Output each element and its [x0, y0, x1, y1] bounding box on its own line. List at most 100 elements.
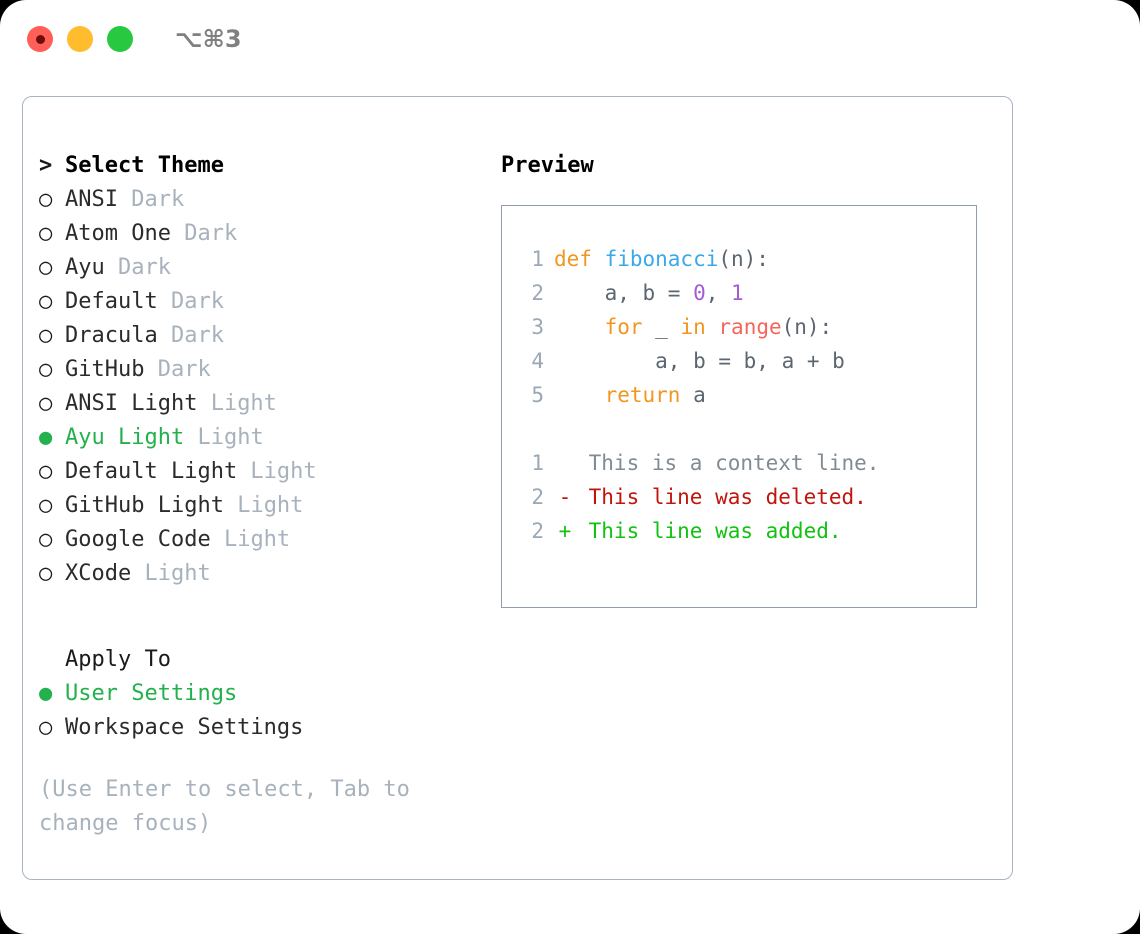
- radio-selected-icon: ●: [39, 425, 53, 450]
- theme-list-item[interactable]: ○ Atom One Dark: [39, 217, 479, 251]
- theme-list-item[interactable]: ○Google Code Light: [39, 523, 479, 557]
- theme-name: Dracula: [65, 323, 158, 348]
- code-line-number: 2: [531, 281, 544, 305]
- recording-indicator-icon: [35, 34, 45, 44]
- radio-selected-icon: ●: [39, 681, 53, 706]
- theme-list-item[interactable]: ○ GitHub Light Light: [39, 489, 479, 523]
- apply-to-option[interactable]: ○ Workspace Settings: [39, 711, 479, 745]
- theme-name: Ayu: [65, 255, 105, 280]
- code-token: def: [554, 247, 605, 271]
- theme-kind-badge: Dark: [117, 187, 185, 212]
- code-token: [554, 310, 605, 344]
- theme-kind-badge: Light: [237, 459, 317, 484]
- apply-to-label: User Settings: [65, 681, 238, 706]
- radio-unselected-icon: ○: [39, 221, 53, 246]
- radio-unselected-icon: ○: [39, 391, 53, 416]
- theme-kind-badge: Dark: [170, 221, 238, 246]
- diff-sample: 1 This is a context line.2- This line wa…: [502, 446, 976, 548]
- code-token: for: [604, 315, 643, 339]
- theme-kind-badge: Dark: [104, 255, 171, 280]
- code-token: range: [718, 315, 782, 339]
- theme-kind-badge: Dark: [157, 323, 224, 348]
- section-spacer: [39, 591, 479, 643]
- theme-name: XCode: [65, 561, 132, 586]
- select-theme-header: > Select Theme: [39, 149, 479, 183]
- minimize-button[interactable]: [67, 26, 93, 52]
- keyboard-hint-text: (Use Enter to select, Tab to change focu…: [39, 777, 424, 836]
- apply-to-list: ● User Settings ○ Workspace Settings: [39, 677, 479, 745]
- code-token: 1: [731, 281, 744, 305]
- diff-line-number: 1: [531, 451, 544, 475]
- theme-kind-badge: Dark: [144, 357, 211, 382]
- radio-unselected-icon: ○: [39, 459, 53, 484]
- radio-unselected-icon: ○: [39, 527, 53, 552]
- code-token: [706, 310, 719, 344]
- theme-list-item[interactable]: ○ANSI Light Light: [39, 387, 479, 421]
- diff-marker: -: [558, 485, 572, 509]
- theme-name: Google Code: [65, 527, 211, 552]
- code-token: return: [604, 383, 681, 407]
- code-token: ,: [705, 281, 732, 305]
- preview-title: Preview: [501, 153, 594, 178]
- code-token: 0: [693, 281, 706, 305]
- theme-name: Default: [65, 289, 158, 314]
- theme-name: ANSI Light: [65, 391, 198, 416]
- radio-unselected-icon: ○: [39, 187, 53, 212]
- theme-list-item[interactable]: ○ Default Light Light: [39, 455, 479, 489]
- code-line: 5 return a: [502, 378, 976, 412]
- code-token: _: [642, 315, 681, 339]
- diff-marker: [554, 446, 576, 480]
- theme-list-item[interactable]: ○ GitHub Dark: [39, 353, 479, 387]
- maximize-button[interactable]: [107, 26, 133, 52]
- diff-line: 1 This is a context line.: [502, 446, 976, 480]
- apply-to-header: Apply To: [39, 643, 479, 677]
- theme-list-item[interactable]: ○ ANSI Dark: [39, 183, 479, 217]
- radio-unselected-icon: ○: [39, 715, 53, 740]
- radio-unselected-icon: ○: [39, 493, 53, 518]
- theme-selector-column: > Select Theme ○ANSI Dark○Atom One Dark○…: [39, 149, 479, 841]
- apply-to-title: Apply To: [65, 647, 171, 672]
- theme-list-item[interactable]: ○Dracula Dark: [39, 319, 479, 353]
- theme-name: GitHub: [65, 357, 145, 382]
- theme-list: ○ANSI Dark○Atom One Dark○Ayu Dark○Defaul…: [39, 183, 479, 591]
- diff-text: This line was added.: [576, 519, 842, 543]
- radio-unselected-icon: ○: [39, 289, 53, 314]
- keyboard-shortcut-label: ⌥⌘3: [175, 25, 242, 53]
- code-line: 2 a, b = 0, 1: [502, 276, 976, 310]
- theme-name: GitHub Light: [65, 493, 224, 518]
- diff-marker: +: [558, 519, 572, 543]
- theme-list-item[interactable]: ○Ayu Dark: [39, 251, 479, 285]
- code-token: fibonacci: [604, 247, 719, 271]
- title-bar: ⌥⌘3: [0, 0, 1140, 78]
- diff-text: This is a context line.: [576, 451, 880, 475]
- theme-kind-badge: Light: [184, 425, 264, 450]
- code-line-number: 1: [531, 247, 544, 271]
- cursor-marker-icon: >: [39, 153, 53, 178]
- code-line: 4 a, b = b, a + b: [502, 344, 976, 378]
- code-token: [554, 378, 605, 412]
- select-theme-title: Select Theme: [65, 153, 224, 178]
- theme-name: Atom One: [65, 221, 171, 246]
- apply-to-option[interactable]: ● User Settings: [39, 677, 479, 711]
- close-button[interactable]: [27, 26, 53, 52]
- theme-name: ANSI: [65, 187, 118, 212]
- diff-line-number: 2: [531, 519, 544, 543]
- code-line-number: 3: [531, 315, 544, 339]
- theme-list-item[interactable]: ○XCode Light: [39, 557, 479, 591]
- radio-unselected-icon: ○: [39, 357, 53, 382]
- apply-to-label: Workspace Settings: [65, 715, 304, 740]
- theme-list-item[interactable]: ○Default Dark: [39, 285, 479, 319]
- radio-unselected-icon: ○: [39, 561, 53, 586]
- main-panel: > Select Theme ○ANSI Dark○Atom One Dark○…: [22, 96, 1013, 880]
- theme-name: Default Light: [65, 459, 238, 484]
- theme-list-item[interactable]: ●Ayu Light Light: [39, 421, 479, 455]
- diff-line-number: 2: [531, 485, 544, 509]
- code-token: in: [680, 315, 706, 339]
- diff-line: 2- This line was deleted.: [502, 480, 976, 514]
- code-line-number: 4: [531, 349, 544, 373]
- diff-text: This line was deleted.: [576, 485, 867, 509]
- theme-kind-badge: Light: [223, 493, 304, 518]
